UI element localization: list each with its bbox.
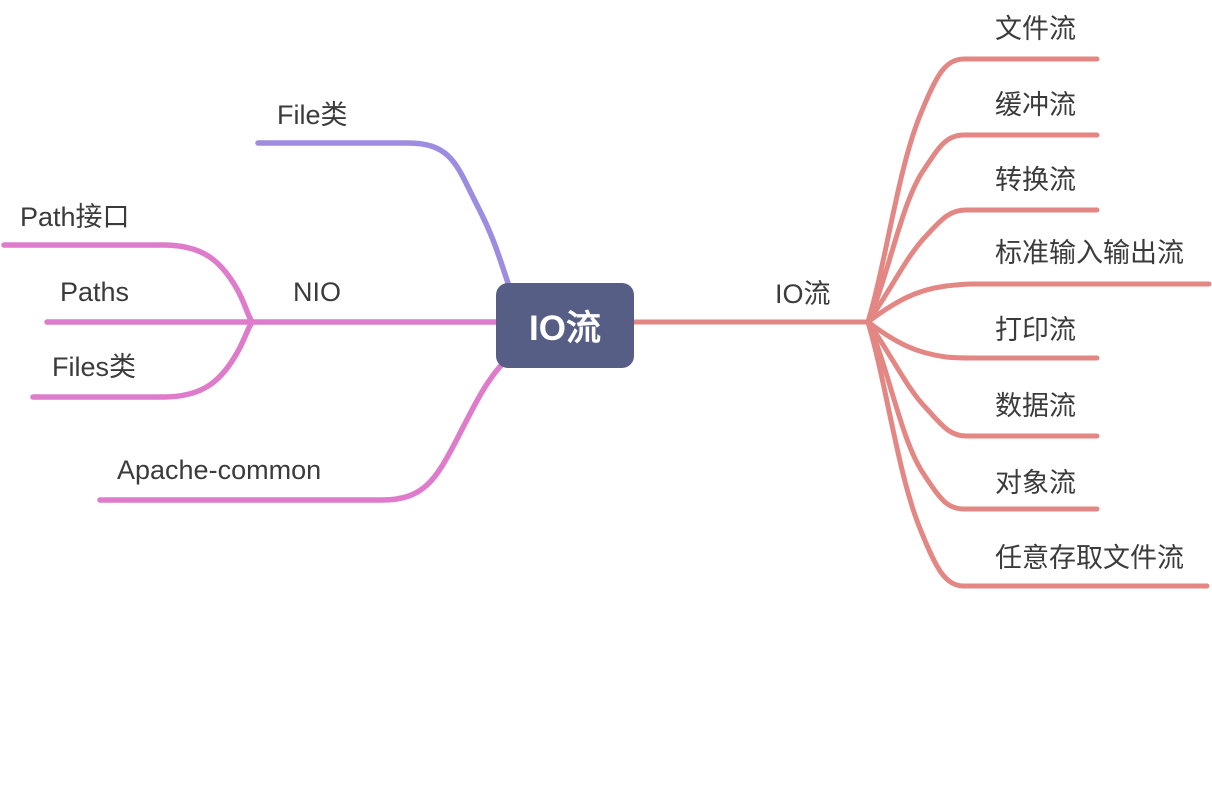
topic-apache-common[interactable]: Apache-common (117, 455, 322, 485)
line-path-interface (1, 242, 255, 325)
topic-files-class[interactable]: Files类 (52, 352, 137, 382)
topic-conversion-stream[interactable]: 转换流 (995, 165, 1076, 195)
line-standard-io-stream (865, 281, 1212, 325)
topic-print-stream[interactable]: 打印流 (995, 315, 1076, 345)
line-file-stream (865, 56, 1100, 325)
line-conversion-stream (865, 207, 1100, 325)
topic-data-stream[interactable]: 数据流 (995, 391, 1076, 421)
topic-file-stream[interactable]: 文件流 (995, 14, 1076, 44)
line-print-stream (865, 319, 1100, 361)
topic-io-stream-branch[interactable]: IO流 (775, 279, 831, 309)
line-apache-common (97, 358, 508, 503)
line-files-class (30, 319, 255, 400)
line-object-stream (865, 319, 1100, 512)
line-buffered-stream (865, 132, 1100, 325)
line-file-class (255, 140, 514, 295)
topic-random-access-file-stream[interactable]: 任意存取文件流 (995, 543, 1184, 573)
line-random-access-file-stream (865, 319, 1210, 589)
topic-nio[interactable]: NIO (293, 277, 342, 307)
topic-paths[interactable]: Paths (60, 277, 130, 307)
topic-buffered-stream[interactable]: 缓冲流 (995, 90, 1076, 120)
root-topic[interactable]: IO流 (496, 283, 634, 368)
topic-object-stream[interactable]: 对象流 (995, 468, 1076, 498)
line-data-stream (865, 319, 1100, 439)
topic-standard-io-stream[interactable]: 标准输入输出流 (995, 238, 1184, 268)
topic-file-class[interactable]: File类 (277, 100, 348, 130)
topic-path-interface[interactable]: Path接口 (20, 202, 130, 232)
